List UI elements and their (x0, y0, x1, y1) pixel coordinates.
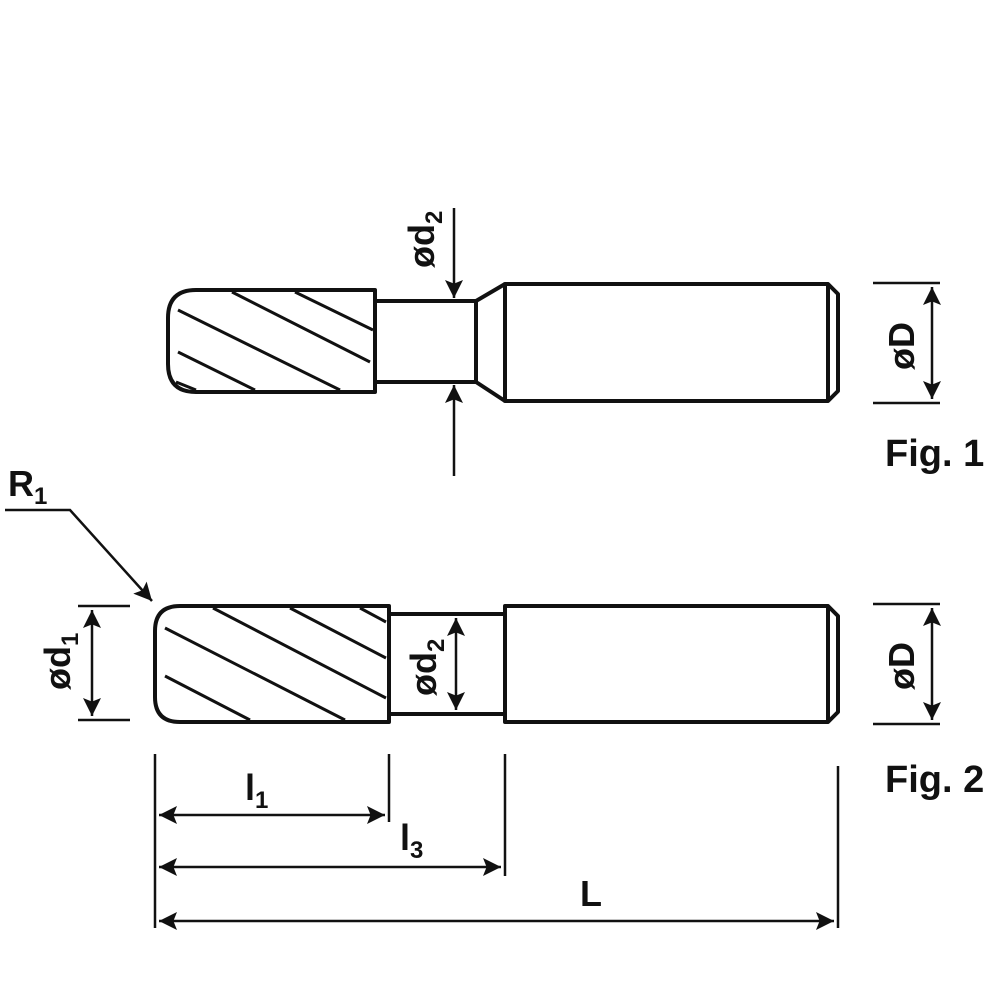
fig2-D-label: øD (881, 642, 922, 690)
fig2-d2-label: ød2 (403, 639, 450, 696)
fig1-caption: Fig. 1 (885, 433, 984, 475)
fig1-shank (503, 282, 840, 403)
fig1-D-label: øD (881, 322, 922, 370)
fig2-caption: Fig. 2 (885, 759, 984, 801)
fig1-dimensions (445, 208, 941, 476)
fig2-shank (503, 604, 840, 724)
fig2-L-label: L (580, 873, 602, 914)
fig2-r1-leader (5, 508, 153, 602)
fig2-l3-label: l3 (400, 817, 423, 864)
fig1-d2-label: ød2 (401, 211, 448, 268)
fig2-l1-label: l1 (245, 767, 268, 814)
fig1-neck (375, 299, 476, 384)
figure-2 (153, 604, 840, 724)
figure-1 (166, 282, 840, 403)
fig1-taper (474, 282, 507, 403)
fig1-cutting-head (166, 288, 377, 394)
fig2-cutting-head (153, 604, 391, 724)
fig2-r1-label: R1 (8, 463, 47, 510)
fig2-flutes (164, 606, 387, 722)
fig1-flutes (175, 290, 374, 392)
fig2-d1-label: ød1 (37, 633, 84, 690)
fig2-dimensions (5, 508, 941, 930)
fig2-neck (389, 612, 505, 716)
